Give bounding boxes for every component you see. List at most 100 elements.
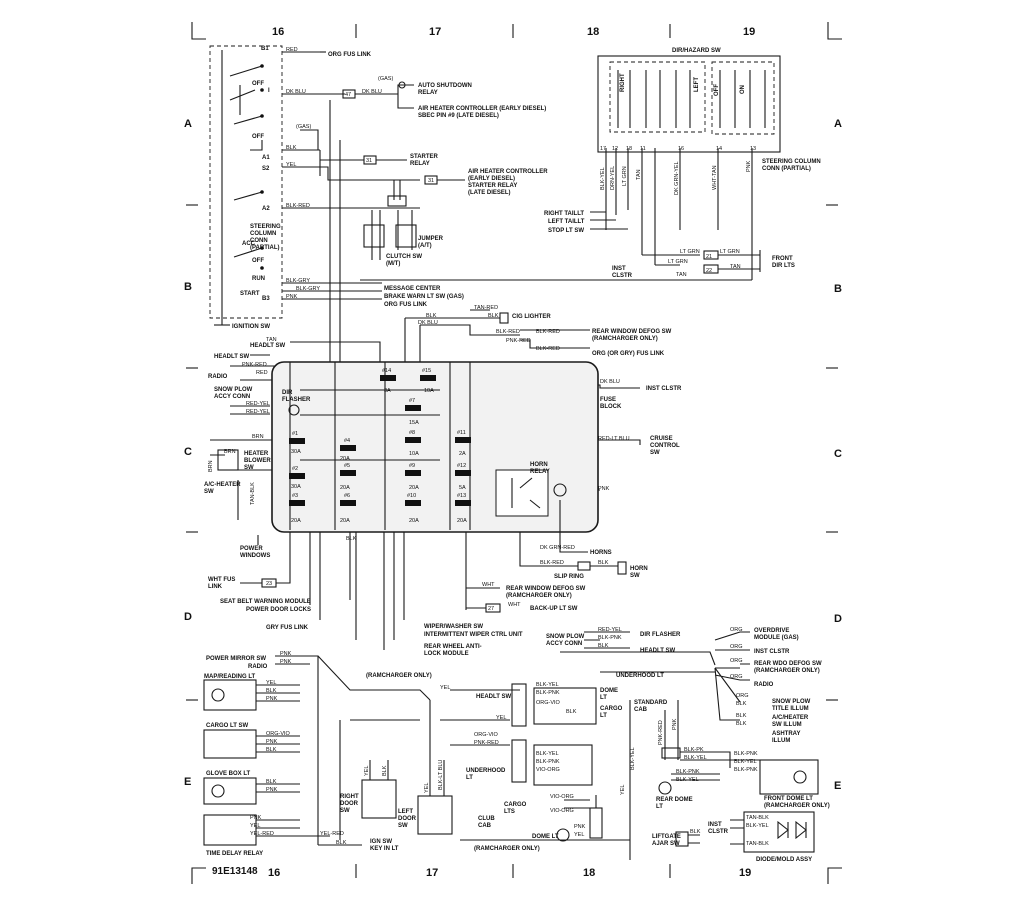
wire-red-yel-2: RED-YEL <box>246 409 270 415</box>
svg-text:20A: 20A <box>291 518 301 524</box>
wire-blk-yel-r: BLK-YEL <box>600 167 606 190</box>
wire-blk-r6: BLK <box>690 829 701 835</box>
wire-yel-r: YEL <box>574 832 584 838</box>
seat-belt-module: SEAT BELT WARNING MODULE <box>220 599 311 605</box>
wire-blk-pnk-r3: BLK-PNK <box>536 759 560 765</box>
wire-vio-org-r: VIO-ORG <box>536 767 560 773</box>
svg-text:#12: #12 <box>457 463 466 469</box>
dir-left: LEFT <box>694 77 700 92</box>
wire-blk-pnk-r2: BLK-PNK <box>536 690 560 696</box>
radio-bottom: RADIO <box>248 664 268 670</box>
clutch-sw: CLUTCH SW(M/T) <box>386 254 422 267</box>
wire-blk-mid: BLK <box>488 313 499 319</box>
wire-pnk-bl3: PNK <box>266 696 278 702</box>
wire-blk-fb: BLK <box>346 536 357 542</box>
wire-brn-3: BRN <box>208 460 214 472</box>
svg-text:20A: 20A <box>409 485 419 491</box>
air-heater-controller: AIR HEATER CONTROLLER (EARLY DIESEL)SBEC… <box>418 106 546 119</box>
pin-11: 11 <box>640 146 646 152</box>
wire-wht-2: WHT <box>508 602 521 608</box>
svg-text:#4: #4 <box>344 438 350 444</box>
rear-wdo-defog-r: REAR WDO DEFOG SW(RAMCHARGER ONLY) <box>754 661 822 674</box>
ign-term-a2: A2 <box>262 206 270 212</box>
left-taillt: LEFT TAILLT <box>548 219 585 225</box>
dir-flasher-r: DIR FLASHER <box>640 632 681 638</box>
svg-text:20A: 20A <box>340 456 350 462</box>
wire-blk-red-mid3: BLK-RED <box>536 346 560 352</box>
message-center: MESSAGE CENTER <box>384 286 441 292</box>
wire-lt-grn-4: LT GRN <box>668 259 688 265</box>
wire-tan: TAN <box>636 169 642 180</box>
cig-lighter: CIG LIGHTER <box>512 314 551 320</box>
wire-dk-grn-red: DK GRN-RED <box>540 545 575 551</box>
bottom-right-circuit <box>511 631 819 860</box>
wire-blk-r2: BLK <box>736 701 747 707</box>
wire-wht-1: WHT <box>482 582 495 588</box>
zone-top-19: 19 <box>743 26 755 38</box>
wire-blk-gry-1: BLK-GRY <box>286 278 310 284</box>
power-mirror-sw: POWER MIRROR SW <box>206 656 266 662</box>
fuse-3: #3 20A <box>289 493 305 524</box>
wire-yel-door2: YEL <box>424 783 430 793</box>
air-heater-starter-relay: AIR HEATER CONTROLLER(EARLY DIESEL)START… <box>468 169 548 196</box>
splice-23: 23 <box>266 581 272 587</box>
gry-fus-link: GRY FUS LINK <box>266 625 309 631</box>
wire-blk-bl2: BLK <box>266 747 277 753</box>
zone-right-A: A <box>834 118 842 130</box>
wire-yel-r2: YEL <box>620 785 626 795</box>
stop-lt-sw: STOP LT SW <box>548 228 584 234</box>
wire-lt-grn: LT GRN <box>622 166 628 186</box>
wire-yel-red-bl: YEL-RED <box>250 831 274 837</box>
svg-text:30A: 30A <box>291 484 301 490</box>
zone-top-16: 16 <box>272 26 284 38</box>
wire-blk-pnk-r6: BLK-PNK <box>676 769 700 775</box>
splice-31-b: 31 <box>428 178 434 184</box>
haz-on: ON <box>740 85 746 94</box>
headlt-sw-bl: HEADLT SW <box>476 694 512 700</box>
underhood-lt-r: UNDERHOOD LT <box>616 673 664 679</box>
pin-14: 14 <box>716 146 722 152</box>
svg-text:#3: #3 <box>292 493 298 499</box>
svg-text:20A: 20A <box>340 485 350 491</box>
zone-right-B: B <box>834 283 842 295</box>
wire-org-r3: ORG <box>730 658 743 664</box>
wire-pnk-red-mid: PNK-RED <box>506 338 531 344</box>
wire-yel: YEL <box>286 162 296 168</box>
zone-left-C: C <box>184 446 192 458</box>
wire-org-r2: ORG <box>730 644 743 650</box>
zone-right-E: E <box>834 780 841 792</box>
svg-text:#13: #13 <box>457 493 466 499</box>
wire-tan-blk-r2: TAN-BLK <box>746 841 769 847</box>
bottom-left-circuit <box>203 655 630 846</box>
wire-tan-blk-r: TAN-BLK <box>746 815 769 821</box>
wire-blk-pnk-r5: BLK-PNK <box>734 767 758 773</box>
svg-text:#2: #2 <box>292 466 298 472</box>
zone-bottom-18: 18 <box>583 867 595 879</box>
zone-right-D: D <box>834 613 842 625</box>
wire-wht-tan: WHT-TAN <box>712 165 718 190</box>
top-left-wiring <box>300 51 465 375</box>
gas-label-2: (GAS) <box>296 124 311 130</box>
wire-vio-org-r3: VIO-ORG <box>550 808 574 814</box>
wire-pnk-red-r: PNK-RED <box>658 720 664 745</box>
wire-pnk-bl5: PNK <box>266 787 278 793</box>
left-feeds <box>210 404 467 650</box>
wire-tan-2: TAN <box>676 272 687 278</box>
wire-yel-door: YEL <box>364 766 370 776</box>
